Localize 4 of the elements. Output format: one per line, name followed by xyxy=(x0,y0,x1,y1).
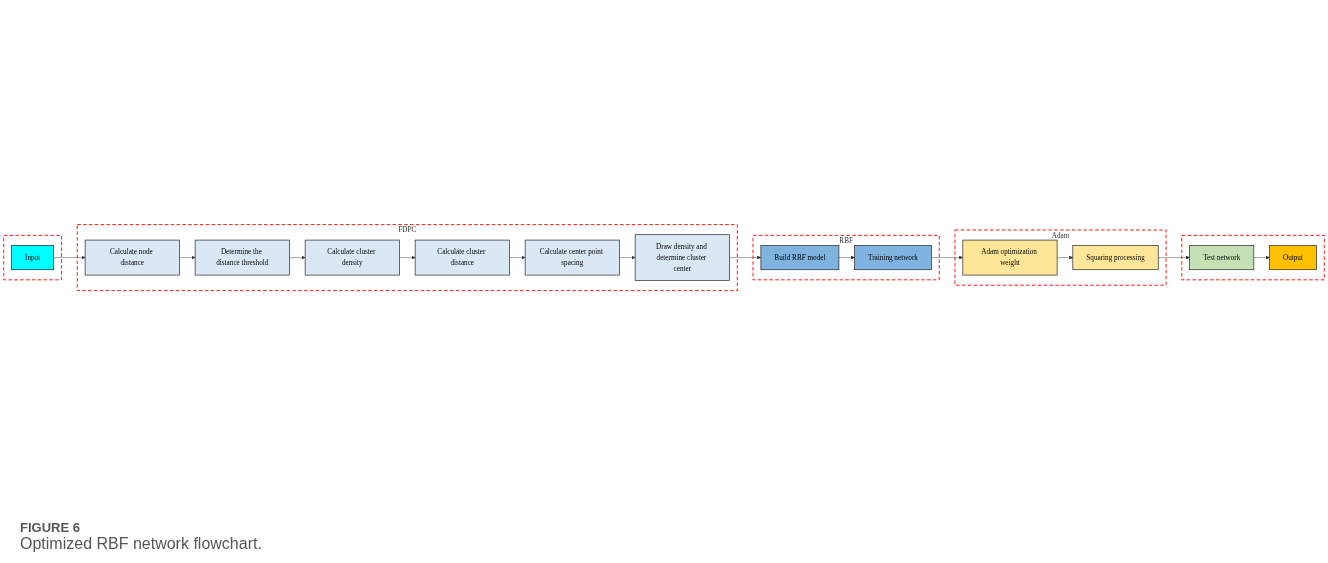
cluster xyxy=(1181,235,1325,281)
figure-number: FIGURE 6 xyxy=(20,520,81,535)
cluster xyxy=(3,235,62,281)
caption: Optimized RBF network flowchart. xyxy=(20,535,263,553)
